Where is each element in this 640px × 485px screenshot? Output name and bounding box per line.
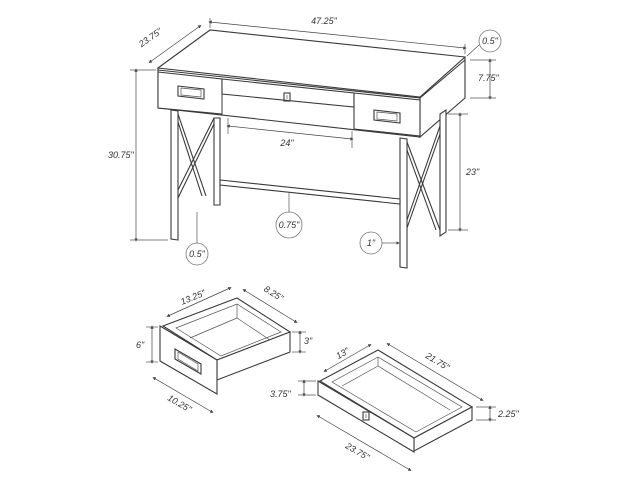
side-drawer-depth-label: 8.25"	[262, 284, 286, 304]
side-drawer-front-height-label: 6"	[136, 340, 145, 350]
desk-height-label: 30.75"	[108, 150, 135, 160]
desk-clearance-height-label: 23"	[465, 167, 480, 177]
desk-right-drawer-handle-icon	[373, 109, 401, 124]
side-drawer-drawing	[159, 297, 292, 395]
desk-stretcher	[219, 179, 401, 205]
desk-width-label: 47.25"	[311, 16, 338, 26]
desk-left-front-leg	[170, 109, 221, 241]
desk-drawer-height-label: 7.75"	[478, 73, 500, 83]
desk-stretcher-label: 0.75"	[279, 220, 301, 230]
desk-leg-front-label: 0.5"	[189, 249, 206, 259]
center-drawer-depth-label: 13"	[334, 345, 351, 361]
desk-drawing	[156, 29, 467, 269]
desk-leg-label: 1"	[367, 238, 376, 248]
side-drawer-front	[159, 325, 218, 395]
center-drawer-front-height-label: 3.75"	[270, 389, 292, 399]
center-drawer-width-label: 21.75"	[423, 350, 452, 373]
desk-right-front-leg	[399, 108, 447, 269]
side-drawer-width-label: 13.25"	[179, 287, 207, 306]
center-drawer-inner-height-label: 2.25"	[497, 409, 520, 419]
side-drawer-inner-height-label: 3"	[304, 336, 313, 346]
side-drawer-front-width-label: 10.25"	[166, 393, 194, 415]
side-drawer-handle-icon	[174, 348, 202, 375]
desk-right-drawer	[353, 92, 421, 137]
desk-top-thickness-label: 0.5"	[482, 36, 499, 46]
center-drawer-front-width-label: 23.75"	[343, 440, 372, 462]
desk-left-drawer	[157, 71, 223, 115]
desk-depth-label: 23.75"	[136, 26, 164, 50]
desk-left-drawer-handle-icon	[177, 85, 205, 100]
desk-center-drawer-lock-icon	[283, 92, 291, 102]
desk-knee-width-label: 24"	[279, 138, 294, 148]
